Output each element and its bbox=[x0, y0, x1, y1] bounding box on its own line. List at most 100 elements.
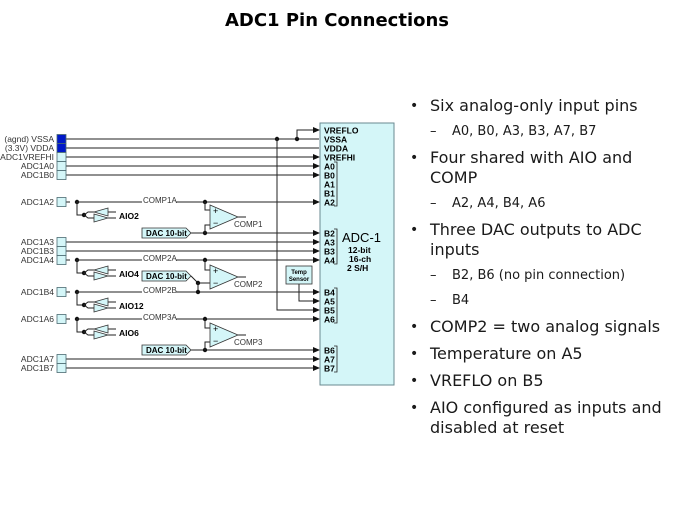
wire-aio bbox=[76, 202, 82, 216]
bullet-list: Six analog-only input pinsA0, B0, A3, B3… bbox=[408, 96, 670, 445]
sub-bullet-item: B2, B6 (no pin connection) bbox=[408, 267, 670, 284]
adc-input-label: A7 bbox=[324, 355, 335, 365]
pin-box bbox=[56, 143, 67, 153]
comparator-plus: + bbox=[213, 324, 218, 334]
dac-box bbox=[141, 227, 192, 239]
pin-label: ADC1A7 bbox=[21, 354, 54, 364]
wire-aio bbox=[83, 304, 94, 309]
input-bracket bbox=[334, 345, 338, 373]
aio-output-buffer bbox=[93, 330, 110, 340]
pin-label: ADC1A3 bbox=[21, 237, 54, 247]
aio12-label: AIO12 bbox=[119, 301, 144, 311]
pin-box bbox=[56, 287, 67, 297]
comparator bbox=[209, 204, 240, 230]
pin-labels: (agnd) VSSA(3.3V) VDDAADC1VREFHIADC1A0AD… bbox=[0, 134, 67, 373]
pin-box bbox=[56, 314, 67, 324]
aio6-label: AIO6 bbox=[119, 328, 139, 338]
wire-aio bbox=[76, 292, 82, 306]
aio-output-buffer bbox=[93, 271, 110, 281]
adc-spec-channels: 16-ch bbox=[349, 254, 371, 264]
wire-aio bbox=[83, 214, 94, 219]
dac-label: DAC 10-bit bbox=[146, 229, 187, 238]
temp-sensor-box bbox=[285, 265, 313, 285]
wire-aio bbox=[83, 211, 94, 216]
adc-spec-resolution: 12-bit bbox=[348, 245, 371, 255]
comp1-label: COMP1 bbox=[234, 220, 263, 229]
input-bracket bbox=[334, 161, 338, 207]
wires bbox=[66, 127, 320, 371]
wire-b5-vreflo bbox=[276, 139, 320, 313]
dac-label: DAC 10-bit bbox=[146, 272, 187, 281]
comparator-plus: + bbox=[213, 266, 218, 276]
pin-box bbox=[56, 237, 67, 247]
adc-input-label: A4 bbox=[324, 256, 335, 266]
wire-a5-temp bbox=[298, 284, 320, 304]
adc-input-label: B2 bbox=[324, 229, 335, 239]
junction-dot bbox=[195, 289, 201, 295]
adc-input-label: B5 bbox=[324, 306, 335, 316]
pin-label: ADC1A4 bbox=[21, 255, 54, 265]
dac-label: DAC 10-bit bbox=[146, 346, 187, 355]
adc-input-label: VDDA bbox=[324, 144, 348, 154]
comparator-minus: − bbox=[213, 336, 218, 346]
wire-comp3-plus bbox=[204, 319, 210, 329]
pin-label: ADC1VREFHI bbox=[0, 152, 54, 162]
comp1a-label: COMP1A bbox=[143, 196, 177, 205]
aio2-label: AIO2 bbox=[119, 211, 139, 221]
wire-comp1-plus bbox=[204, 202, 210, 211]
pin-box bbox=[56, 246, 67, 256]
bullet-item: Temperature on A5 bbox=[408, 344, 670, 364]
input-bracket bbox=[334, 228, 338, 265]
pin-label: ADC1A2 bbox=[21, 197, 54, 207]
sub-bullet-item: B4 bbox=[408, 292, 670, 309]
bullet-item: COMP2 = two analog signals bbox=[408, 317, 670, 337]
comparator bbox=[209, 322, 240, 348]
wire-aio bbox=[83, 272, 94, 277]
aio-input-buffer bbox=[92, 207, 109, 217]
wire-comp1-minus bbox=[204, 224, 210, 233]
sub-bullet-item: A0, B0, A3, B3, A7, B7 bbox=[408, 123, 670, 140]
pin-label: ADC1B7 bbox=[21, 363, 54, 373]
bullet-item: AIO configured as inputs and disabled at… bbox=[408, 398, 670, 438]
wire-comp3-minus bbox=[204, 341, 210, 350]
pin-box bbox=[56, 152, 67, 162]
temp-sensor-label: Sensor bbox=[289, 277, 310, 283]
adc-input-label: A3 bbox=[324, 238, 335, 248]
adc-input-label: A2 bbox=[324, 198, 335, 208]
signal-label-bg bbox=[142, 286, 176, 294]
adc-block: VREFLOVSSAVDDAVREFHIA0B0A1B1A2B2A3B3A4B4… bbox=[319, 122, 395, 386]
adc-input-label: B3 bbox=[324, 247, 335, 257]
adc-input-label: VREFHI bbox=[324, 153, 355, 163]
pin-label: ADC1A0 bbox=[21, 161, 54, 171]
wire-aio bbox=[76, 260, 82, 274]
pin-box bbox=[56, 197, 67, 207]
pin-label: ADC1B3 bbox=[21, 246, 54, 256]
comp3-label: COMP3 bbox=[234, 338, 263, 347]
bullet-item: Six analog-only input pins bbox=[408, 96, 670, 116]
sub-bullet-item: A2, A4, B4, A6 bbox=[408, 195, 670, 212]
dac-box bbox=[141, 344, 192, 356]
bullet-item: Three DAC outputs to ADC inputs bbox=[408, 220, 670, 260]
adc-input-label: VREFLO bbox=[324, 126, 359, 136]
wire-aio bbox=[83, 269, 94, 274]
comparator bbox=[209, 264, 240, 290]
bullet-item: VREFLO on B5 bbox=[408, 371, 670, 391]
comp3a-label: COMP3A bbox=[143, 313, 177, 322]
signal-label-bg bbox=[142, 254, 176, 262]
adc-input-label: A5 bbox=[324, 297, 335, 307]
adc-input-label: VSSA bbox=[324, 135, 347, 145]
aio4-label: AIO4 bbox=[119, 269, 139, 279]
adc-name: ADC-1 bbox=[342, 230, 381, 245]
adc-box bbox=[319, 122, 395, 386]
adc-input-label: B4 bbox=[324, 288, 335, 298]
aio-output-buffer bbox=[93, 213, 110, 223]
adc-input-label: B6 bbox=[324, 346, 335, 356]
page-title: ADC1 Pin Connections bbox=[224, 10, 450, 31]
signal-label-bg bbox=[142, 313, 176, 321]
pin-label: ADC1B0 bbox=[21, 170, 54, 180]
signal-label-bg bbox=[142, 196, 176, 204]
comp2b-label: COMP2B bbox=[143, 286, 177, 295]
pin-box bbox=[56, 363, 67, 373]
